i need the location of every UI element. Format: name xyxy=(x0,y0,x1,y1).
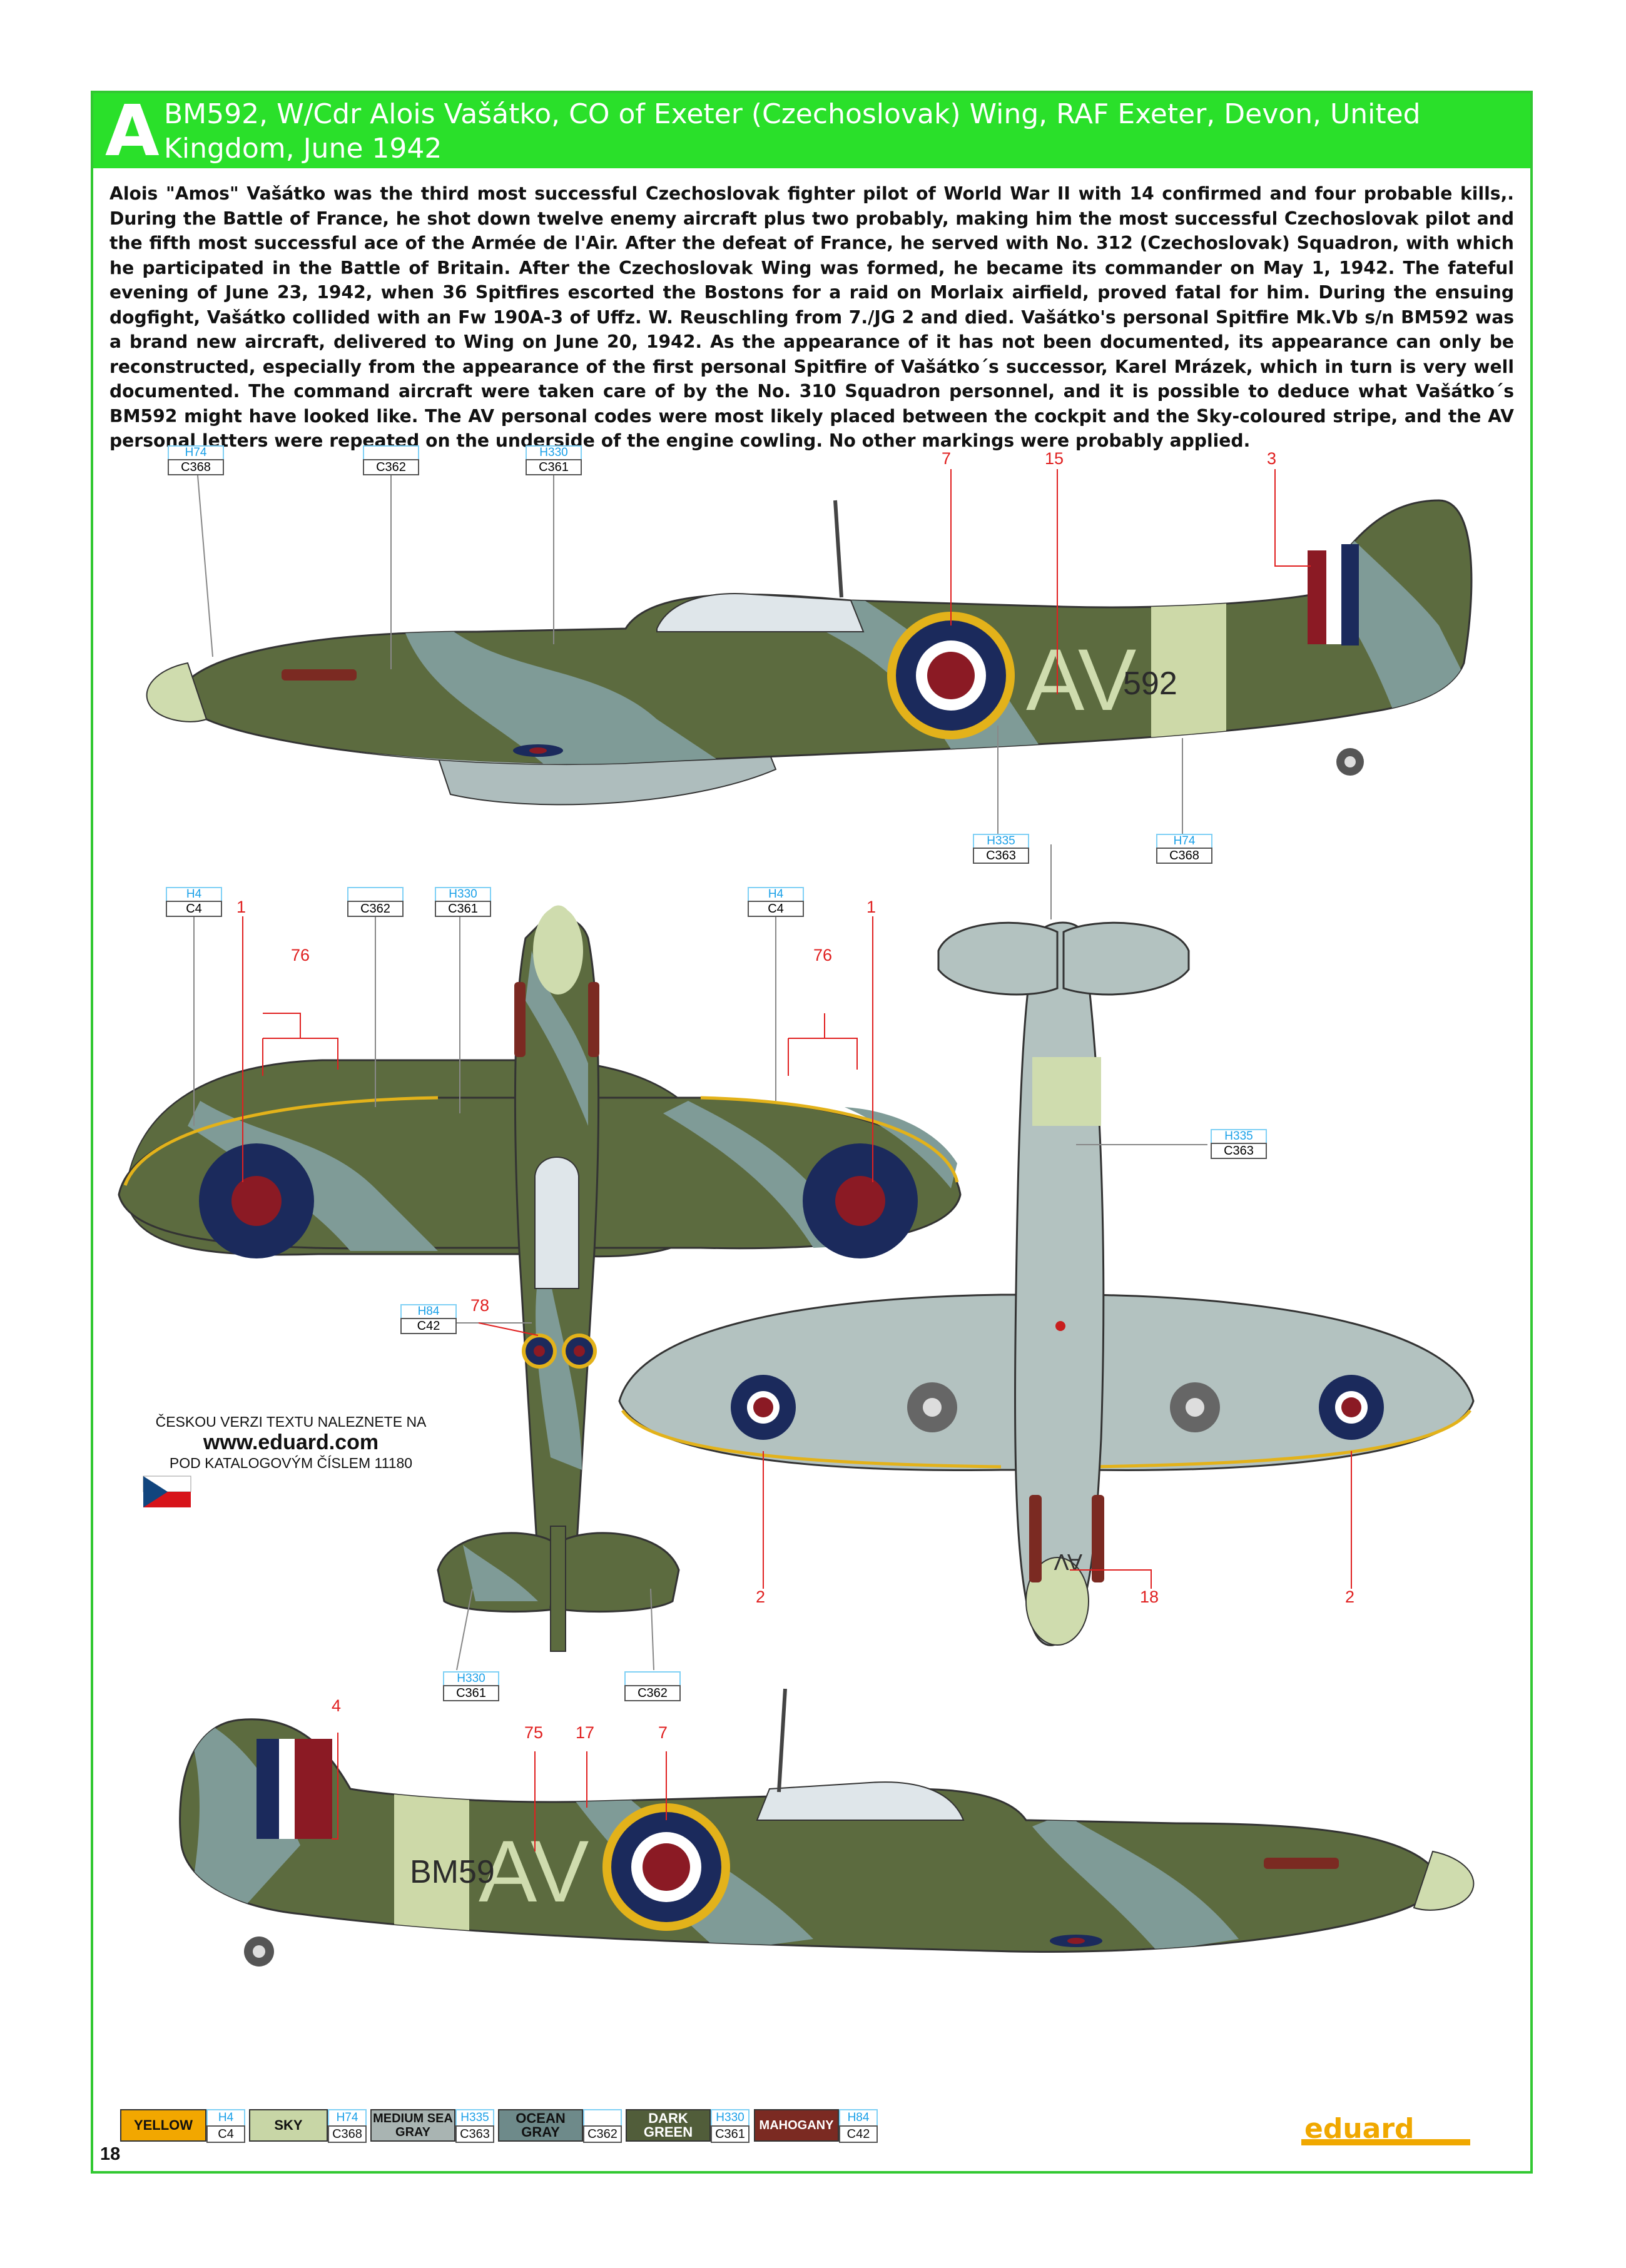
czech-note-url[interactable]: www.eduard.com xyxy=(203,1430,379,1454)
legend-ocean-gray-codes: .C362 xyxy=(583,2109,622,2143)
legend-sky: SKY xyxy=(249,2109,328,2142)
legend-medium-sea-gray: MEDIUM SEA GRAY xyxy=(370,2109,455,2142)
plan-top-wing xyxy=(118,905,962,1652)
czech-version-note: ČESKOU VERZI TEXTU NALEZNETE NA www.edua… xyxy=(144,1414,438,1472)
ref-number: 17 xyxy=(576,1723,595,1742)
legend-dark-green: DARK GREEN xyxy=(626,2109,711,2142)
scheme-letter: A xyxy=(105,91,160,172)
ref-number: 75 xyxy=(524,1723,544,1742)
czech-flag xyxy=(143,1476,191,1507)
title-banner xyxy=(93,93,1530,168)
plan-view-bottom: AV xyxy=(618,921,1475,1646)
czech-note-line1: ČESKOU VERZI TEXTU NALEZNETE NA xyxy=(155,1414,427,1430)
legend-yellow: YELLOW xyxy=(120,2109,206,2142)
underside-code: AV xyxy=(1054,1549,1082,1575)
ref-number: 2 xyxy=(1345,1587,1355,1606)
ref-number: 4 xyxy=(332,1696,342,1715)
czech-note-line3: POD KATALOGOVÝM ČÍSLEM 11180 xyxy=(169,1455,413,1471)
ref-number: 1 xyxy=(236,898,246,916)
serial-top: 592 xyxy=(1123,666,1177,702)
ref-number: 1 xyxy=(866,898,877,916)
callout-c362-a: .C362 xyxy=(363,445,419,475)
code-letters-bottom: AV xyxy=(479,1822,589,1920)
page-frame xyxy=(91,91,1533,2174)
ref-number: 3 xyxy=(1267,449,1277,468)
legend-ocean-gray: OCEAN GRAY xyxy=(498,2109,583,2142)
callout-c362-b: .C362 xyxy=(347,887,404,917)
side-profile-right: AV BM59 xyxy=(179,1688,1475,1967)
brand-logo: eduard xyxy=(1301,2113,1470,2145)
legend-mahogany: MAHOGANY xyxy=(754,2109,839,2142)
ref-number: 78 xyxy=(470,1296,490,1315)
ref-number: 2 xyxy=(756,1587,766,1606)
serial-bottom: BM59 xyxy=(410,1854,495,1890)
side-profile-left: AV 592 xyxy=(146,499,1473,806)
ref-number: 7 xyxy=(942,449,952,468)
history-text: Alois "Amos" Vašátko was the third most … xyxy=(109,183,1514,451)
ref-number: 15 xyxy=(1045,449,1064,468)
page-number: 18 xyxy=(100,2144,121,2164)
ref-number: 7 xyxy=(658,1723,668,1742)
ref-number: 18 xyxy=(1140,1587,1159,1606)
callout-c362-c: .C362 xyxy=(624,1671,681,1701)
ref-number: 76 xyxy=(813,946,833,964)
ref-number: 76 xyxy=(291,946,310,964)
brand-text: eduard xyxy=(1304,2113,1415,2145)
code-letters-top: AV xyxy=(1026,630,1136,729)
scheme-title: BM592, W/Cdr Alois Vašátko, CO of Exeter… xyxy=(164,98,1421,165)
